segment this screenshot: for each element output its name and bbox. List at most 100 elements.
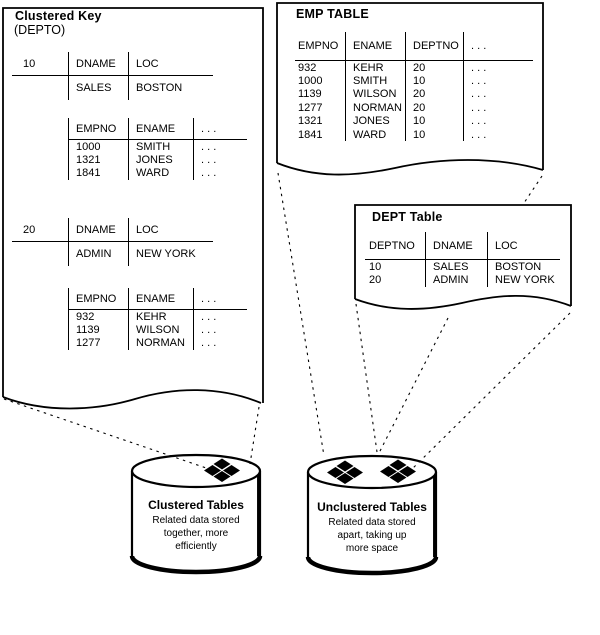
cluster-20-emp-table: EMPNO ENAME . . . 932 KEHR . . . 1139 WI… [68,288,247,351]
table-cell-ellipsis: . . . [193,153,247,167]
connector-dept-mid-to-unclustered [377,317,449,456]
column-header: ENAME [345,32,405,61]
connector-dept-right-to-unclustered [407,312,571,474]
spacer-cell [12,76,68,100]
dept-table-panel-frame [354,204,572,306]
column-header: DNAME [68,52,128,76]
data-blocks-icon [204,458,240,482]
table-cell: ADMIN [68,242,128,266]
unclustered-cylinder-caption-line: apart, taking up [337,530,407,541]
dept-table-panel-torn-edge [354,295,572,310]
table-cell: 1277 [68,336,128,351]
table-cell: 1841 [68,166,128,181]
cluster-20-dept-table: 20 DNAME LOC ADMIN NEW YORK [12,218,213,266]
table-cell: ADMIN [425,273,487,287]
table-cell: KEHR [345,61,405,75]
cluster-key-value: 20 [12,218,68,242]
dept-table-title: DEPT Table [372,210,443,224]
table-cell: 10 [369,260,382,273]
clustered-key-subtitle: (DEPTO) [14,23,66,37]
connector-dept-left-to-unclustered [355,303,378,453]
table-cell: WARD [345,127,405,142]
table-cell: 1841 [298,128,323,141]
table-cell: 20 [405,87,463,102]
column-header: DNAME [425,232,487,260]
clustered-cylinder-caption-line: Related data stored [152,515,240,526]
clustered-cylinder-base-shadow [129,555,263,575]
table-cell: 1277 [298,101,323,114]
column-header-ellipsis: . . . [193,288,247,310]
table-cell: NEW YORK [128,242,213,266]
column-header: EMPNO [68,288,128,310]
column-header-ellipsis: . . . [193,118,247,140]
table-cell-ellipsis: . . . [463,114,533,128]
table-cell: SALES [68,76,128,100]
table-cell-ellipsis: . . . [193,336,247,351]
unclustered-cylinder-title: Unclustered Tables [317,500,427,514]
emp-table-title: EMP TABLE [296,7,369,21]
dept-table: DEPTNO DNAME LOC 10 SALES BOSTON 20 ADMI… [365,232,560,287]
table-cell: 1139 [298,88,322,101]
clustered-cylinder-caption-line: efficiently [175,541,217,552]
unclustered-cylinder-base-shadow [305,556,439,576]
clustered-key-title: Clustered Key [15,9,102,23]
table-cell: NEW YORK [487,273,560,287]
table-cell-ellipsis: . . . [193,140,247,154]
connector-left-panel-to-clustered-right [249,406,260,465]
connector-emp-to-unclustered [277,172,325,457]
unclustered-cylinder-top [306,454,438,490]
table-cell-ellipsis: . . . [463,74,533,88]
table-cell: JONES [128,153,193,167]
emp-table-panel-torn-edge [276,159,544,176]
table-cell: 1321 [68,153,128,167]
table-cell: BOSTON [487,260,560,274]
table-cell: JONES [345,114,405,128]
unclustered-cylinder-caption-line: Related data stored [328,517,416,528]
table-cell: WILSON [345,87,405,102]
table-cell-ellipsis: . . . [463,61,533,75]
table-cell: 20 [405,101,463,115]
column-header: EMPNO [68,118,128,140]
table-cell-ellipsis: . . . [193,166,247,181]
table-cell: NORMAN [128,336,193,351]
table-cell: SALES [425,260,487,274]
table-cell-ellipsis: . . . [193,310,247,324]
table-cell: 20 [369,274,382,287]
unclustered-cylinder-label: Unclustered Tables Related data stored a… [297,500,447,555]
table-cell-ellipsis: . . . [463,127,533,142]
table-cell: 20 [405,61,463,75]
connector-emp-to-dept [523,175,543,204]
data-blocks-pair-icon [327,459,416,484]
mapping-connectors [3,172,571,474]
table-cell: 1000 [298,75,323,88]
unclustered-cylinder-caption-line: more space [345,543,399,554]
spacer-cell [12,242,68,266]
table-cell: KEHR [128,310,193,324]
cluster-10-emp-table: EMPNO ENAME . . . 1000 SMITH . . . 1321 … [68,118,247,181]
table-cell: SMITH [345,74,405,88]
table-cell: 10 [405,127,463,142]
emp-table-panel-frame [276,2,544,170]
clustered-cylinder-top [130,453,262,489]
column-header: DNAME [68,218,128,242]
panel-frames [2,2,572,410]
cluster-key-value: 10 [12,52,68,76]
column-header: EMPNO [295,32,345,61]
column-header: LOC [128,218,213,242]
table-cell: WILSON [128,323,193,337]
table-cell: 1000 [68,140,128,154]
table-cell: 1139 [68,323,128,337]
column-header-ellipsis: . . . [463,32,533,61]
emp-table: EMPNO ENAME DEPTNO . . . 932 KEHR 20 . .… [295,32,533,142]
table-cell: WARD [128,166,193,181]
clustered-cylinder [129,453,263,575]
column-header: ENAME [128,118,193,140]
table-cell: 932 [68,310,128,324]
column-header: DEPTNO [365,232,425,260]
connector-left-panel-to-clustered-left [3,398,216,472]
column-header: LOC [128,52,213,76]
clustered-cylinder-caption-line: together, more [163,528,229,539]
table-cell: NORMAN [345,101,405,115]
